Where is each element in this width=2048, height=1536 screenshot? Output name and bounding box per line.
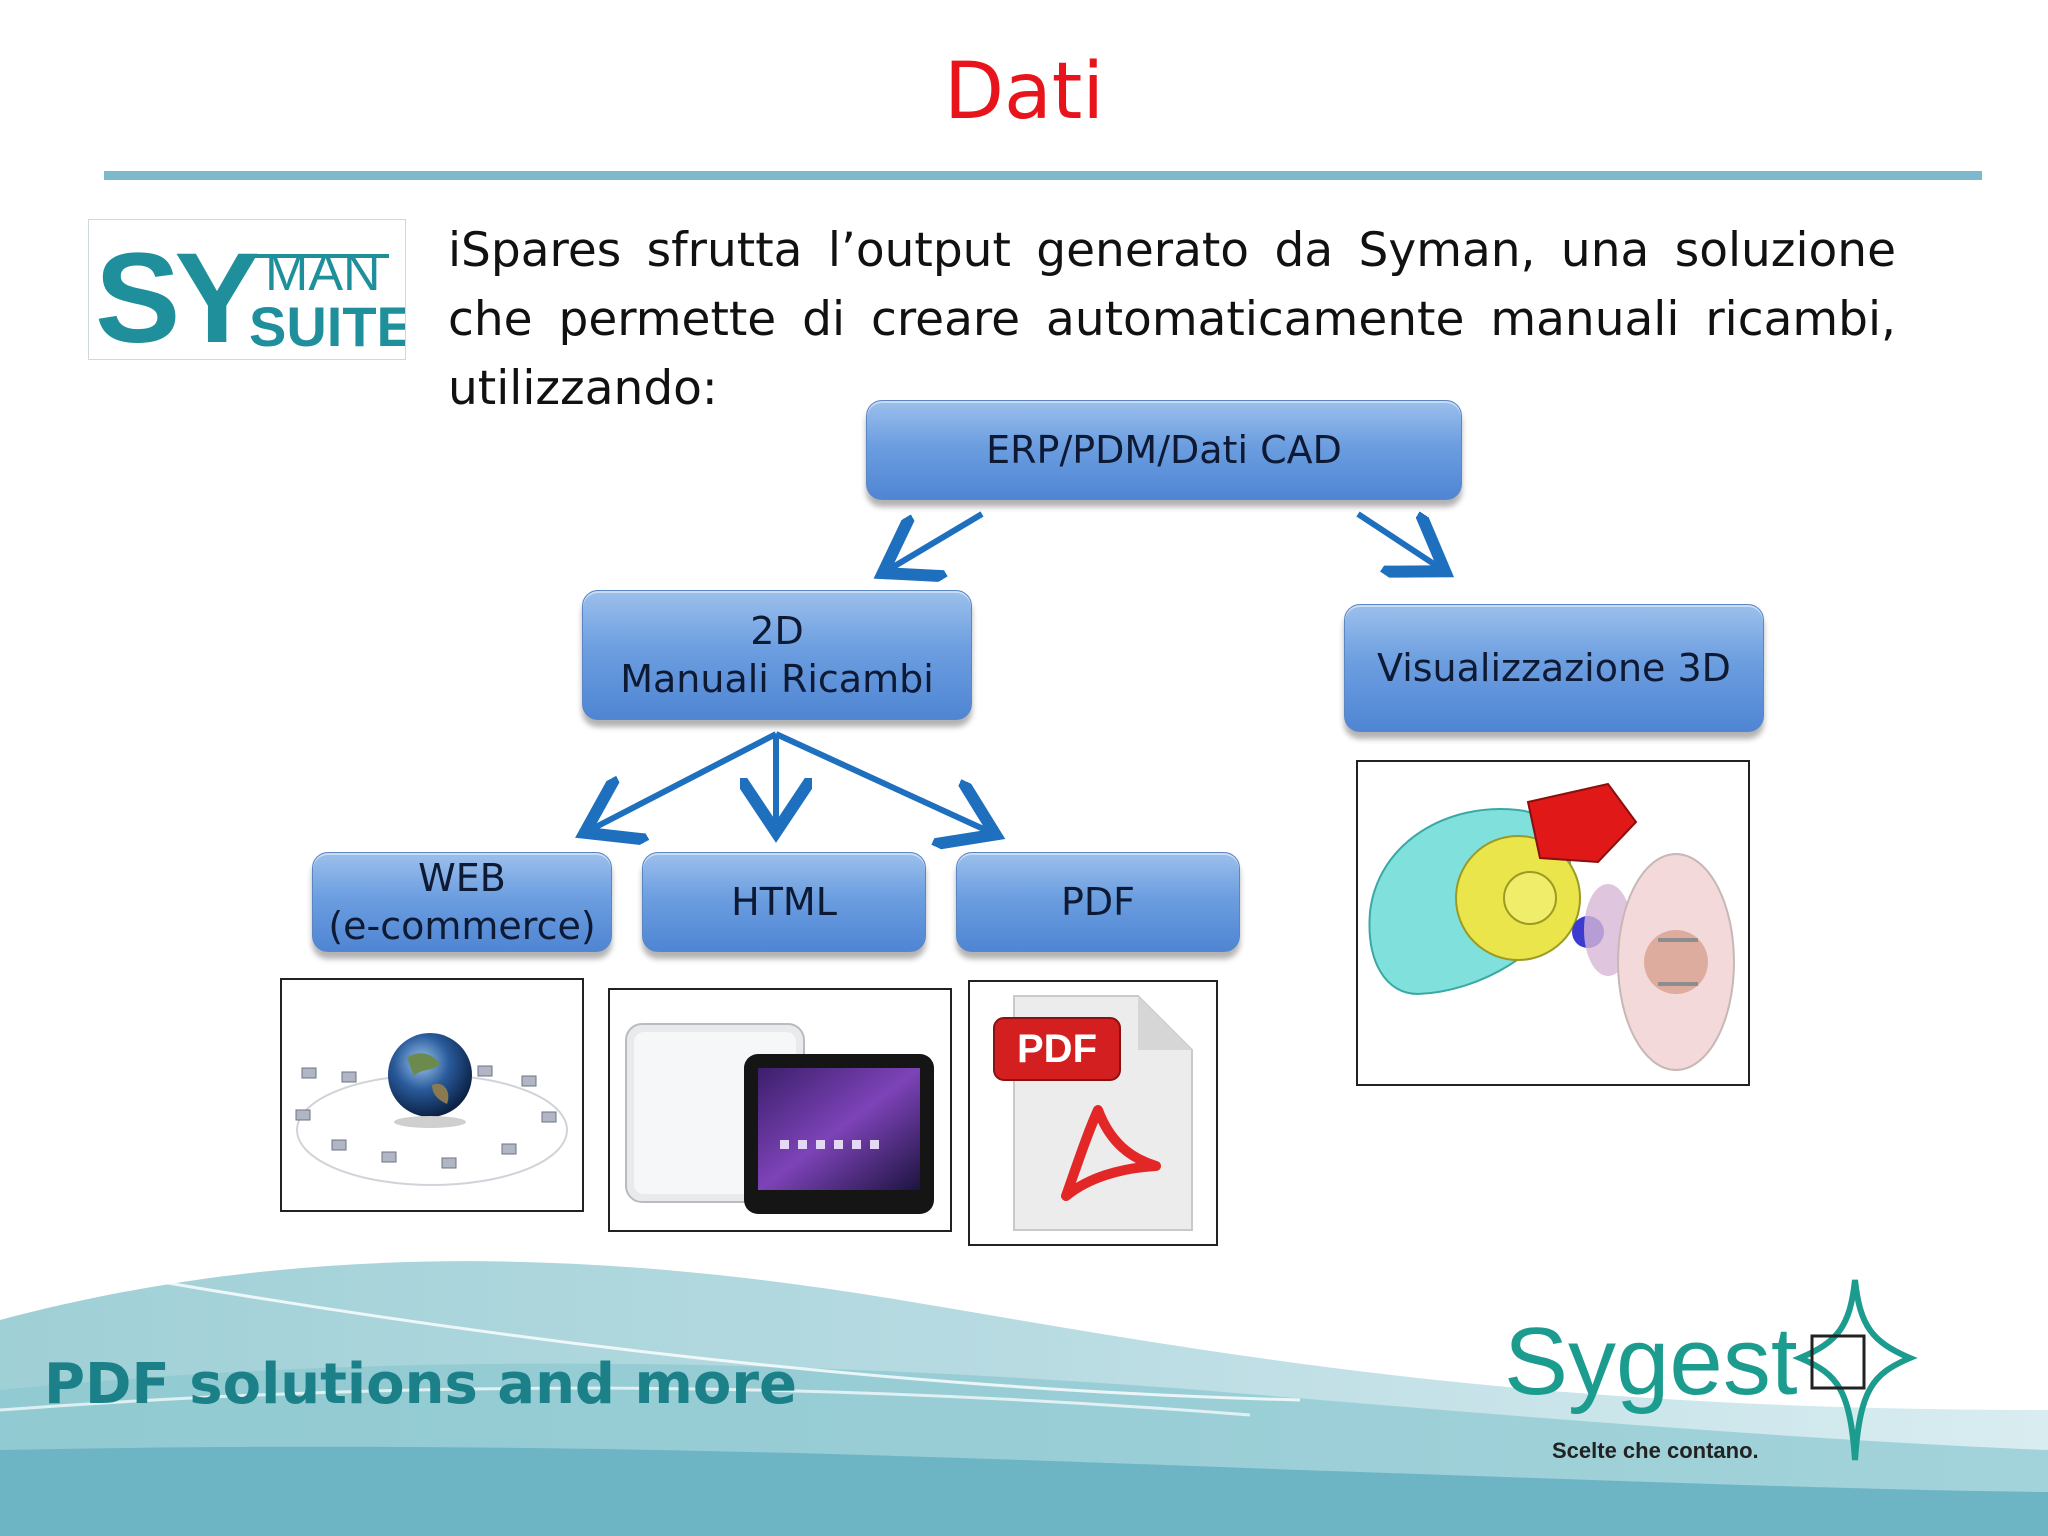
node-visualizzazione-3d: Visualizzazione 3D <box>1344 604 1764 732</box>
node-3d-label: Visualizzazione 3D <box>1377 646 1731 690</box>
logo-suite-text: SUITE <box>249 295 405 358</box>
pdf-badge-text: PDF <box>1017 1027 1097 1071</box>
node-ecommerce-label: (e-commerce) <box>328 904 596 948</box>
tablet-devices-image <box>608 988 952 1232</box>
node-web-label: WEB <box>418 856 506 900</box>
node-pdf-label: PDF <box>1060 880 1136 924</box>
sygest-brand-name: Sygest <box>1504 1308 1797 1415</box>
node-web: WEB (e-commerce) <box>312 852 612 952</box>
logo-man-text: MAN <box>265 244 381 302</box>
page-title: Dati <box>943 47 1105 137</box>
web-network-image <box>280 978 584 1212</box>
pdf-file-image: PDF <box>968 980 1218 1246</box>
node-html: HTML <box>642 852 926 952</box>
arrow-root-to-2d <box>888 511 984 570</box>
syman-suite-logo: SY MAN SUITE <box>88 219 414 370</box>
node-erp-pdm-cad: ERP/PDM/Dati CAD <box>866 400 1462 500</box>
title-divider <box>104 171 1982 180</box>
sygest-tagline: Scelte che contano. <box>1552 1438 1759 1463</box>
footer-wave <box>0 1261 2048 1536</box>
arrow-2d-to-pdf <box>774 731 990 832</box>
arrow-2d-to-web <box>590 731 778 830</box>
node-2d-label: 2D <box>750 609 804 653</box>
footer-tagline: PDF solutions and more <box>44 1352 797 1417</box>
logo-sy-text: SY <box>95 227 258 359</box>
intro-paragraph: iSpares sfrutta l’output generato da Sym… <box>448 223 1896 416</box>
node-pdf: PDF <box>956 852 1240 952</box>
arrow-root-to-3d <box>1356 511 1440 568</box>
node-erp-label: ERP/PDM/Dati CAD <box>986 428 1342 472</box>
sygest-logo: Sygest Scelte che contano. <box>1500 1276 1920 1466</box>
node-manuali-label: Manuali Ricambi <box>620 657 934 701</box>
node-2d-manuali: 2D Manuali Ricambi <box>582 590 972 720</box>
3d-model-image <box>1356 760 1750 1086</box>
node-html-label: HTML <box>731 880 837 924</box>
